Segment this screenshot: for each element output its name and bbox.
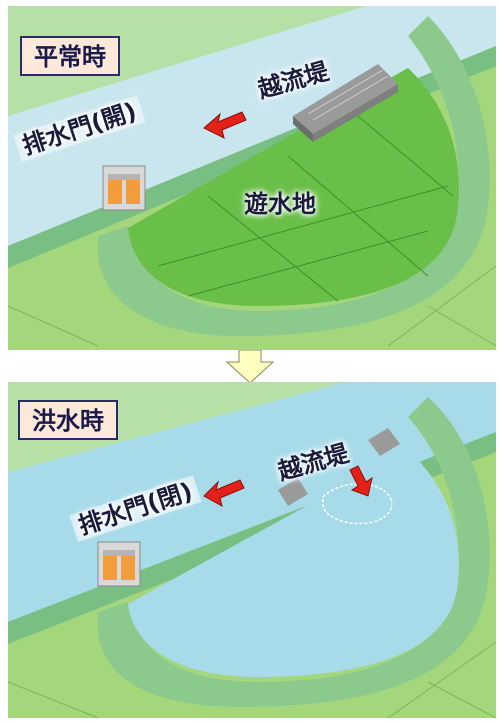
flow-arrow-overflow [349, 465, 373, 497]
drain-gate-structure [97, 541, 141, 587]
normal-time-label: 平常時 [20, 36, 120, 77]
flow-arrow-river [203, 479, 245, 507]
overflow-levee-structure [278, 428, 400, 506]
flood-time-panel: 洪水時 排水門(閉) 越流堤 [8, 382, 496, 718]
field-lines [8, 265, 496, 347]
flooded-basin-area [128, 450, 459, 677]
ring-levee [98, 397, 490, 707]
retarding-basin-area [128, 68, 459, 306]
flow-arrow [203, 111, 247, 139]
normal-time-illustration [8, 6, 496, 350]
field-lines [8, 641, 496, 718]
overflow-levee-structure [293, 64, 398, 142]
flood-time-label: 洪水時 [18, 400, 118, 441]
ring-levee [98, 16, 490, 336]
flood-time-illustration [8, 382, 496, 718]
overflow-water [322, 483, 393, 525]
transition-down-arrow [225, 350, 275, 384]
retarding-basin-label: 遊水地 [244, 190, 316, 218]
drain-gate-structure [102, 165, 146, 211]
normal-time-panel: 平常時 排水門(開) 越流堤 遊水地 [8, 6, 496, 350]
basin-field-lines [157, 115, 454, 302]
